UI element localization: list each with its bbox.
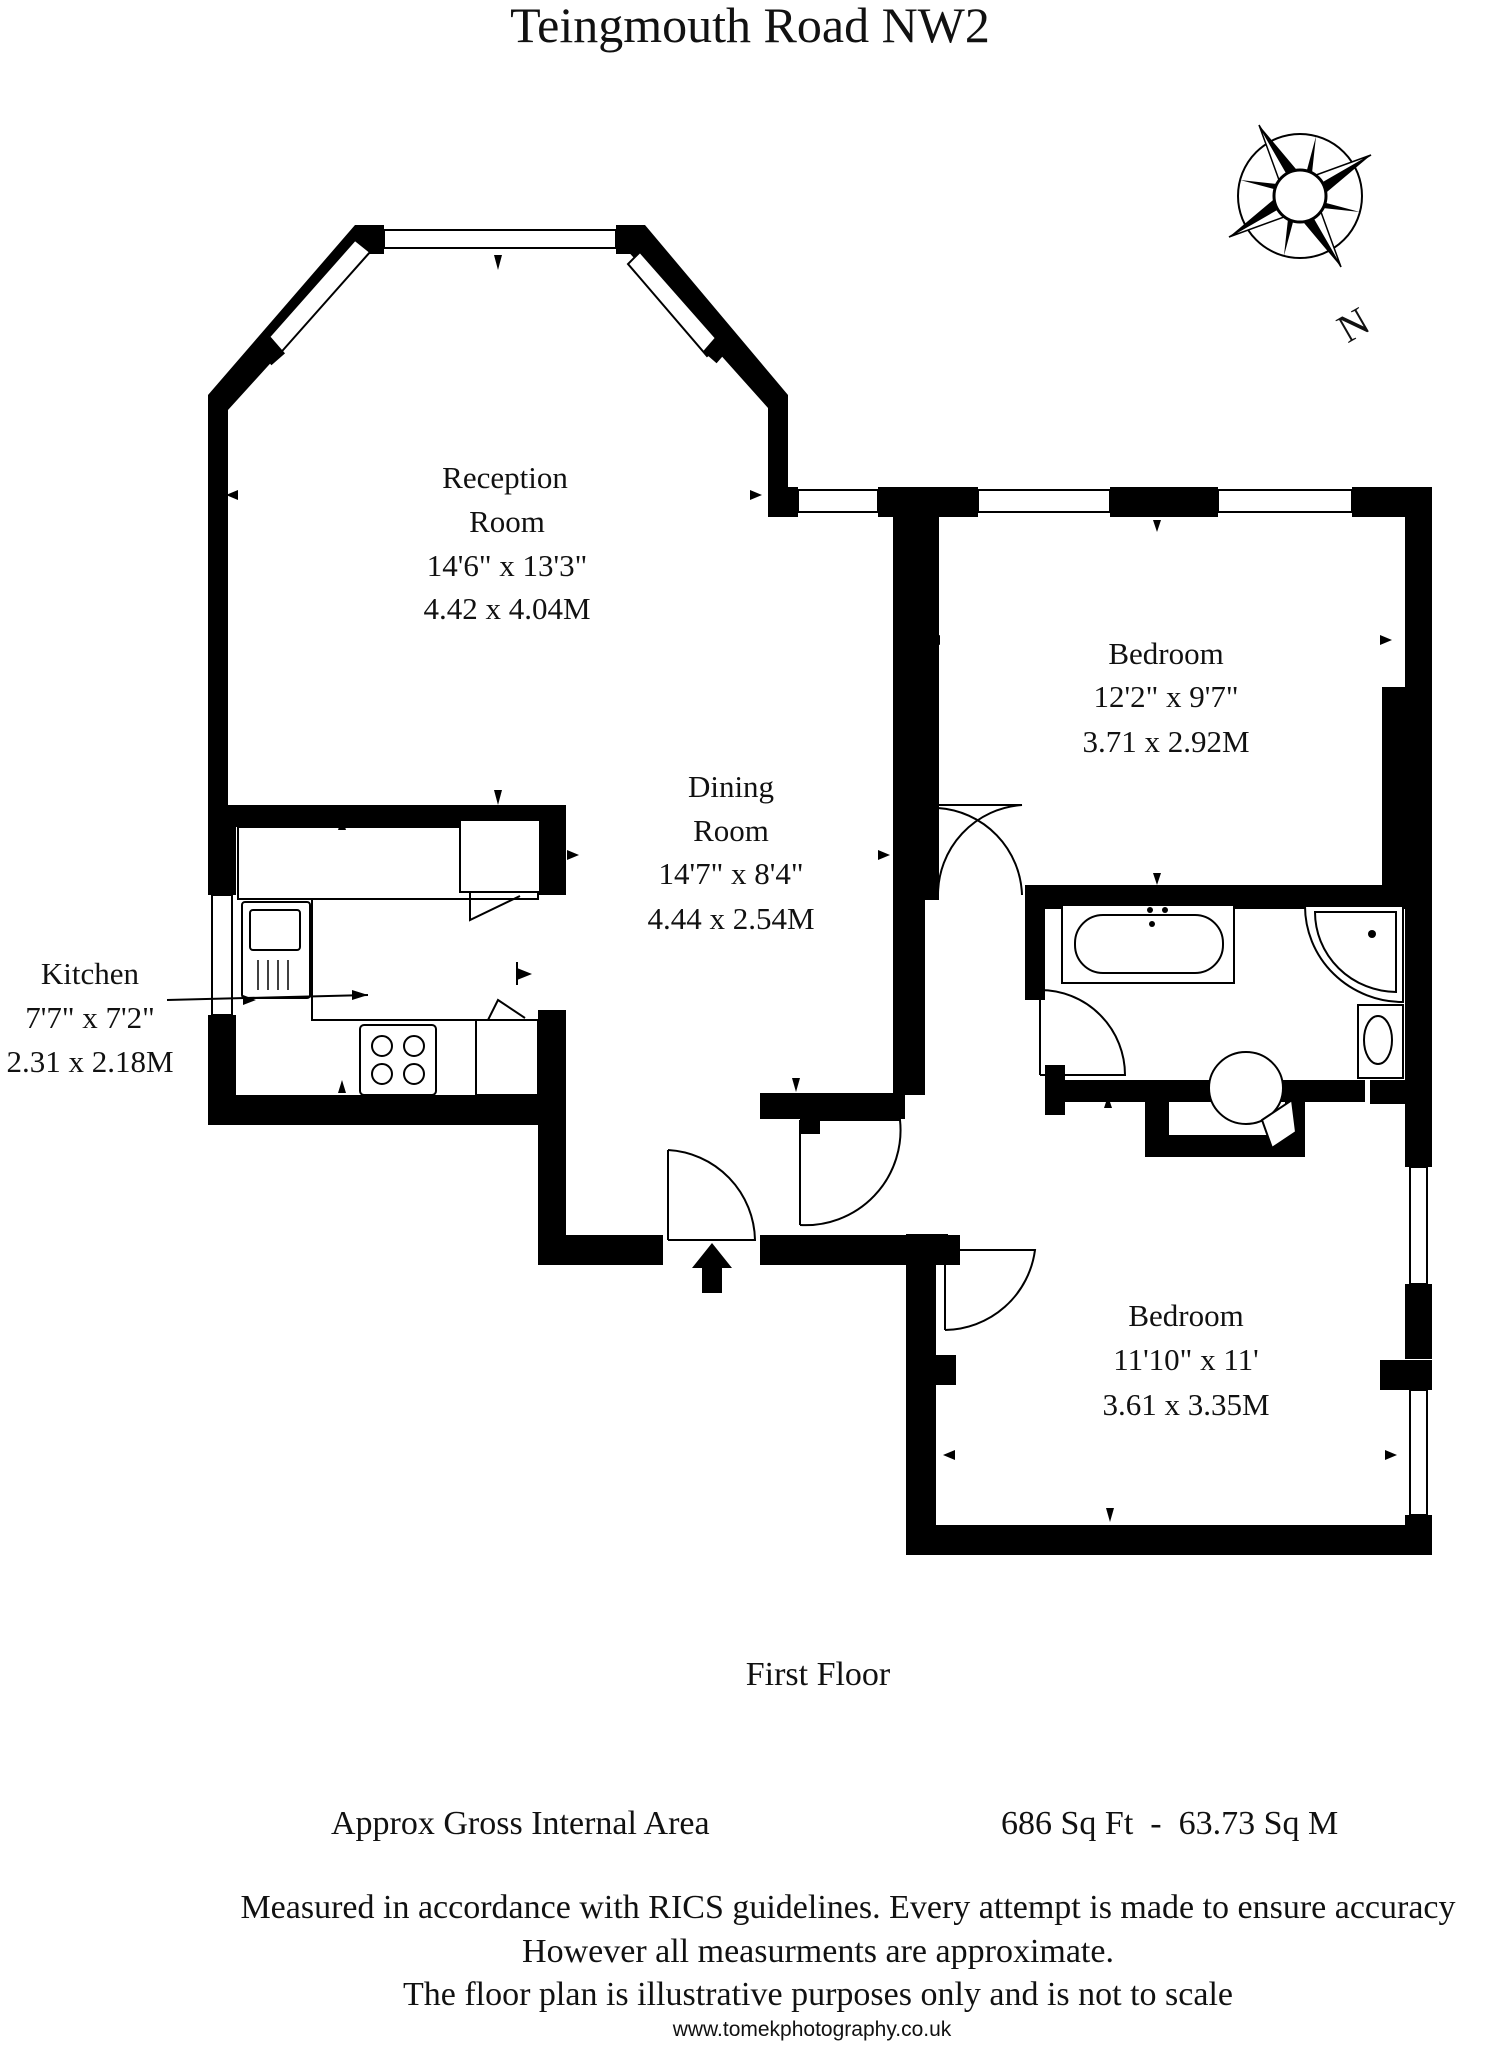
svg-text:3.71 x 2.92M: 3.71 x 2.92M (1082, 724, 1249, 759)
doors (667, 804, 1127, 1331)
toilet-icon (1208, 1051, 1298, 1150)
website-link[interactable]: www.tomekphotography.co.uk (672, 2018, 952, 2041)
svg-text:Reception: Reception (442, 460, 568, 495)
svg-text:Bedroom: Bedroom (1128, 1298, 1243, 1333)
room-label-reception: Reception Room 14'6" x 13'3" 4.42 x 4.04… (423, 460, 590, 626)
svg-text:3.61 x 3.35M: 3.61 x 3.35M (1102, 1387, 1269, 1422)
disclaimer-line-2: However all measurments are approximate. (522, 1933, 1114, 1970)
wall-markers (226, 255, 1397, 1522)
hob-icon (359, 1024, 437, 1096)
area-value: 686 Sq Ft - 63.73 Sq M (1001, 1805, 1338, 1842)
kitchen-fixtures (237, 819, 541, 1096)
floor-label: First Floor (746, 1656, 891, 1693)
entrance-arrow-icon (692, 1243, 732, 1293)
svg-text:4.44 x 2.54M: 4.44 x 2.54M (647, 901, 814, 936)
svg-text:Room: Room (693, 813, 769, 848)
compass-north-label: N (1329, 298, 1377, 351)
sink-icon (241, 901, 311, 999)
plan-title: Teingmouth Road NW2 (510, 0, 990, 53)
room-label-bedroom-1: Bedroom 12'2" x 9'7" 3.71 x 2.92M (1082, 636, 1249, 759)
disclaimer-line-1: Measured in accordance with RICS guideli… (240, 1889, 1455, 1926)
area-label: Approx Gross Internal Area (331, 1805, 710, 1842)
compass-rose-icon (1228, 124, 1372, 268)
svg-text:11'10" x 11': 11'10" x 11' (1113, 1342, 1259, 1377)
disclaimer-line-3: The floor plan is illustrative purposes … (403, 1976, 1233, 2013)
bathroom-fixtures (1061, 904, 1404, 1150)
svg-text:Bedroom: Bedroom (1108, 636, 1223, 671)
svg-text:7'7" x 7'2": 7'7" x 7'2" (25, 1000, 154, 1035)
walls (208, 225, 1432, 1555)
room-label-dining: Dining Room 14'7" x 8'4" 4.44 x 2.54M (647, 769, 814, 936)
svg-text:12'2" x 9'7": 12'2" x 9'7" (1094, 679, 1239, 714)
shower-icon (1303, 905, 1404, 1004)
svg-text:Room: Room (469, 504, 545, 539)
room-label-kitchen: Kitchen 7'7" x 7'2" 2.31 x 2.18M (6, 956, 173, 1079)
svg-text:Dining: Dining (688, 769, 774, 804)
svg-text:4.42 x 4.04M: 4.42 x 4.04M (423, 591, 590, 626)
svg-text:Kitchen: Kitchen (41, 956, 140, 991)
room-label-bedroom-2: Bedroom 11'10" x 11' 3.61 x 3.35M (1102, 1298, 1269, 1422)
basin-icon (1357, 1004, 1404, 1079)
svg-text:2.31 x 2.18M: 2.31 x 2.18M (6, 1044, 173, 1079)
svg-text:14'7" x 8'4": 14'7" x 8'4" (659, 856, 804, 891)
svg-text:14'6" x 13'3": 14'6" x 13'3" (427, 548, 587, 583)
bath-icon (1061, 904, 1235, 984)
